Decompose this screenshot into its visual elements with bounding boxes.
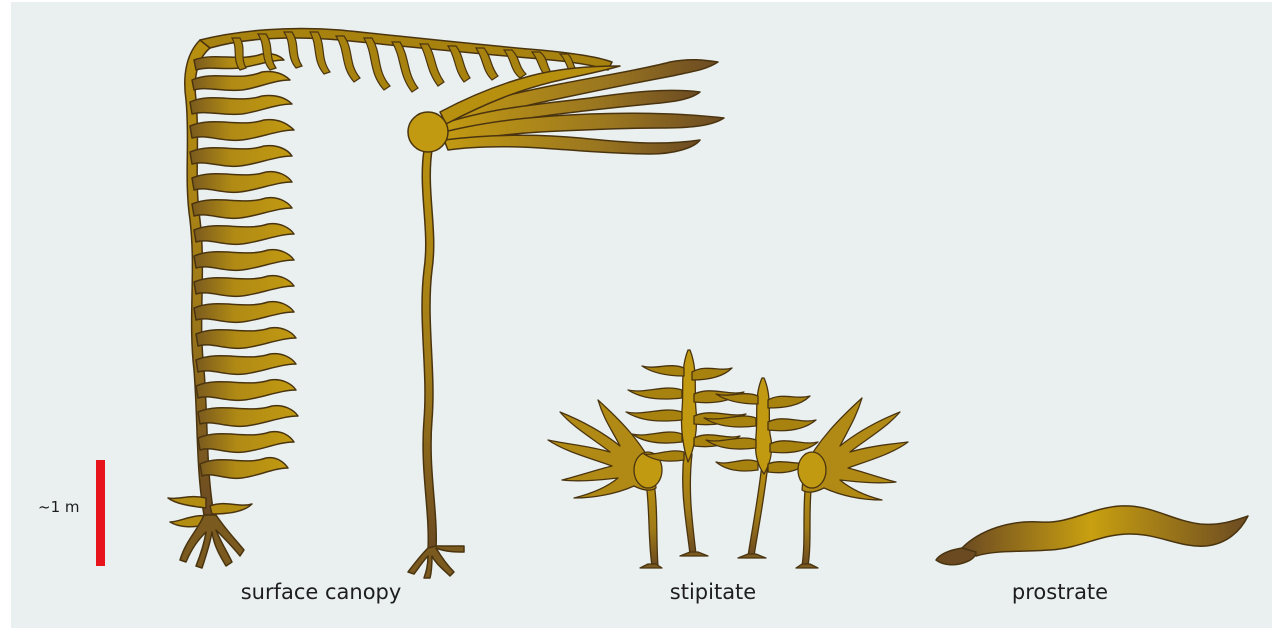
stipitate-kelps: [548, 350, 908, 568]
label-prostrate: prostrate: [1012, 580, 1108, 604]
label-surface-canopy: surface canopy: [241, 580, 402, 604]
stipitate-kelp-4: [796, 398, 908, 568]
stipitate-kelp-1: [548, 400, 662, 568]
label-stipitate: stipitate: [670, 580, 756, 604]
scale-bar: [96, 460, 105, 566]
prostrate-kelp: [936, 506, 1248, 565]
surface-canopy-kelp-right: [408, 60, 724, 578]
scale-label: ~1 m: [38, 498, 80, 516]
